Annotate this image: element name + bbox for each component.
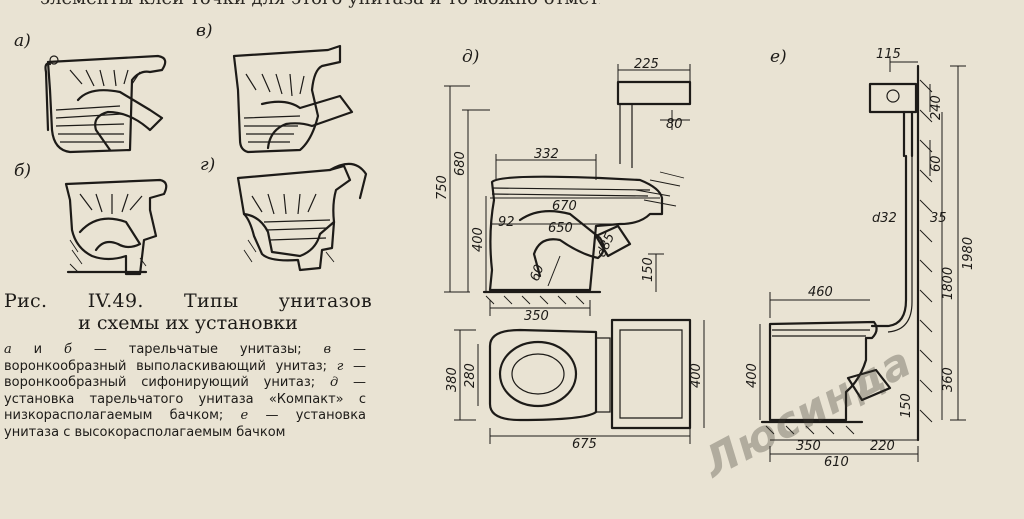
dim-e-460: 460: [808, 285, 833, 300]
caption-legend: а и б — тарельчатые унитазы; в — воронко…: [4, 342, 366, 441]
dim-d-350: 350: [524, 309, 549, 324]
legend-key-g: г: [336, 358, 344, 374]
toilet-section-a: [44, 54, 167, 154]
panel-label-b: б): [14, 161, 31, 181]
dim-e-1800: 1800: [941, 267, 956, 300]
legend-text-g: — воронкообразный сифонирующий унитаз;: [4, 358, 366, 391]
caption-subtitle: и схемы их установки: [78, 312, 298, 334]
dim-e-115: 115: [876, 47, 901, 62]
dim-e-350: 350: [796, 439, 821, 454]
legend-text-e: — установка унитаза с высокорасполагаемы…: [4, 408, 367, 440]
dim-d-400: 400: [471, 227, 486, 252]
dim-d-650: 650: [548, 221, 573, 236]
toilet-section-v: [232, 44, 354, 154]
dim-e-400: 400: [745, 363, 760, 388]
legend-key-a: а: [4, 342, 12, 357]
panel-label-a: а): [14, 31, 31, 51]
toilet-section-g: [236, 162, 368, 272]
legend-text-v: — воронкообразный выполаскивающий унитаз…: [4, 342, 366, 374]
legend-text-ab: — тарельчатые унитазы;: [71, 342, 324, 357]
dim-e-150: 150: [899, 393, 914, 418]
dim-d-332: 332: [534, 147, 559, 162]
toilet-plan-view-d: 380 280 400 675: [445, 318, 705, 452]
dim-e-60: 60: [929, 155, 944, 172]
legend-key-v: в: [323, 342, 332, 357]
dim-d-92: 92: [498, 215, 515, 230]
panel-label-g: г): [200, 155, 215, 175]
dim-e-1980: 1980: [961, 237, 976, 270]
dim-e-d32: d32: [872, 211, 897, 226]
dim-d-plan-400: 400: [689, 363, 704, 388]
figure-caption: Рис. IV.49. Типы унитазов и схемы их уст…: [4, 290, 372, 441]
dim-d-80: 80: [666, 117, 683, 132]
dim-d-225: 225: [634, 57, 659, 72]
dim-d-150: 150: [641, 257, 656, 282]
toilet-side-view-d: 225 80 332 670 650 92 60 d85 750 680 400…: [435, 57, 692, 324]
legend-key-b: б: [64, 342, 72, 357]
panel-label-v: в): [196, 21, 213, 41]
legend-key-e: е: [240, 408, 249, 423]
legend-text-d: — установка тарельчатого унитаза «Компак…: [4, 375, 366, 423]
dim-e-220: 220: [870, 439, 895, 454]
dim-d-60: 60: [528, 263, 548, 284]
legend-joiner: и: [11, 342, 65, 357]
legend-key-d: д: [329, 375, 339, 390]
panel-label-e: е): [770, 47, 787, 67]
dim-d-675: 675: [572, 437, 597, 452]
dim-d-280: 280: [463, 363, 478, 388]
dim-e-610: 610: [824, 455, 849, 470]
panel-label-d: д): [462, 47, 479, 67]
dim-d-750: 750: [435, 175, 450, 200]
toilet-high-tank-e: 115 240 60 d32 35 460 400 1800 1980 360 …: [745, 47, 976, 470]
dim-d-670: 670: [552, 199, 577, 214]
toilet-section-b: [64, 178, 168, 276]
dim-e-35: 35: [930, 211, 947, 226]
dim-d-680: 680: [453, 151, 468, 176]
caption-title: Рис. IV.49. Типы унитазов: [4, 290, 372, 312]
dim-e-240: 240: [929, 95, 944, 120]
cut-off-top-text: элементы клей точки для этого унитаза и …: [40, 0, 600, 8]
dim-e-360: 360: [941, 367, 956, 392]
dim-d-380: 380: [445, 367, 460, 392]
